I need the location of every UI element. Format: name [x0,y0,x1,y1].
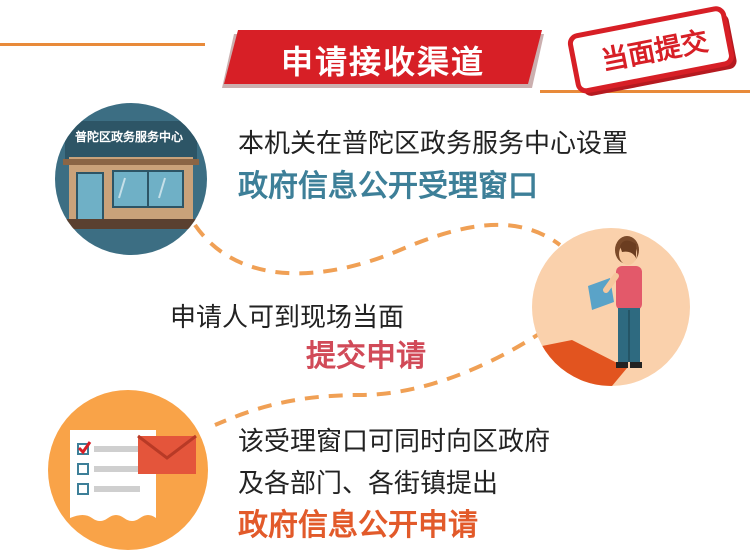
stamp-badge [567,6,737,96]
window-highlight: 政府信息公开受理窗口 [238,169,538,204]
applicant-description: 申请人可到现场当面 [170,303,405,333]
document-mail-icon [48,390,208,550]
office-sign: 普陀区政务服务中心 [74,130,183,144]
title-banner [222,30,544,88]
person-with-document-icon [532,228,690,386]
header-line-left [0,43,205,46]
application-highlight: 政府信息公开申请 [238,508,478,543]
page-title: 申请接收渠道 [280,43,485,81]
scope-line-1: 该受理窗口可同时向区政府 [238,427,551,457]
scope-line-2: 及各部门、各街镇提出 [238,469,499,499]
office-building-icon [55,103,207,255]
window-description: 本机关在普陀区政务服务中心设置 [238,129,629,159]
submit-highlight: 提交申请 [306,339,426,374]
header-line-right [540,90,750,93]
